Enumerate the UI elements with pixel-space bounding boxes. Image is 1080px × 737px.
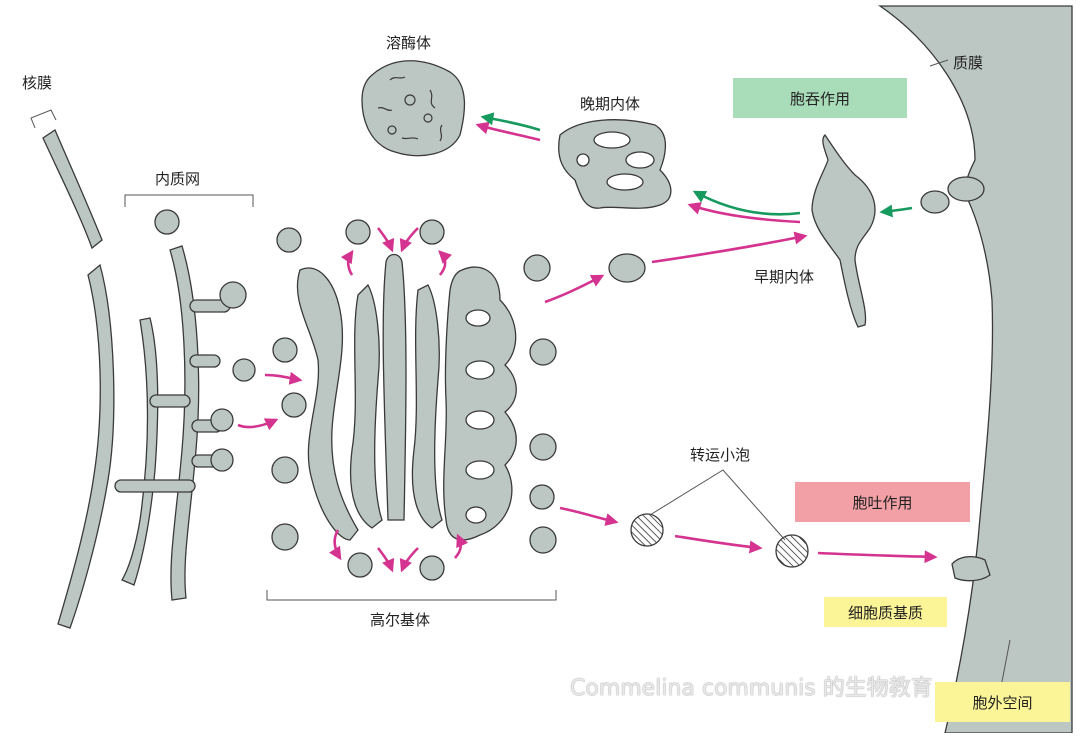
golgi-vesicle	[529, 338, 557, 366]
endocytosis-box: 胞吞作用	[733, 78, 907, 118]
endocytic-bud	[947, 176, 985, 202]
label-er: 内质网	[155, 170, 201, 188]
golgi-cisterna-4	[411, 284, 443, 529]
label-golgi: 高尔基体	[370, 611, 431, 629]
cytosol-box: 细胞质基质	[824, 597, 947, 627]
secretory-arrows	[237, 121, 938, 573]
secretory-vesicle	[775, 534, 809, 568]
golgi-lumen-2	[465, 360, 495, 380]
er-branch-4	[189, 354, 221, 368]
nuclear-envelope	[42, 129, 103, 250]
golgi-vesicle	[347, 552, 373, 578]
er-bleb-1	[219, 281, 247, 309]
golgi-vesicle	[529, 484, 555, 510]
late-endosome-lumen	[576, 153, 590, 167]
er-bleb-3	[210, 448, 234, 472]
golgi-cisterna-1	[296, 267, 359, 541]
plasma-membrane	[877, 5, 1073, 734]
label-early-endosome: 早期内体	[754, 268, 815, 286]
golgi-lumen-4	[465, 460, 495, 480]
lysosome-contents	[377, 76, 443, 142]
golgi-cisterna-3	[382, 253, 407, 521]
golgi-vesicle	[271, 456, 299, 484]
watermark: Commelina communis 的生物教育	[570, 676, 933, 701]
golgi-vesicle	[281, 392, 307, 418]
secretory-vesicle	[630, 513, 664, 547]
golgi-vesicle	[419, 219, 445, 245]
nuclear-envelope-bracket	[30, 109, 57, 129]
transport-vesicle-leader	[649, 469, 786, 541]
golgi-vesicle	[345, 219, 371, 245]
early-endosome	[811, 133, 876, 328]
recycling-vesicle	[608, 253, 646, 283]
exocytosis-box: 胞吐作用	[795, 482, 970, 522]
label-late-endosome: 晚期内体	[580, 95, 641, 113]
lysosome	[361, 60, 466, 157]
golgi-vesicle	[529, 433, 557, 461]
exocytosis-site	[951, 556, 991, 582]
plasma-membrane-leader	[929, 59, 949, 67]
er-branch-1	[149, 394, 191, 408]
late-endosome-lumen	[625, 151, 655, 169]
er-bracket	[124, 194, 254, 207]
late-endosome-lumen	[593, 131, 631, 149]
golgi-bracket	[266, 590, 557, 601]
golgi-vesicle	[271, 523, 299, 551]
golgi-lumen-3	[465, 410, 495, 430]
golgi-vesicle	[272, 337, 298, 363]
golgi-vesicle	[523, 254, 551, 282]
label-nuclear-envelope: 核膜	[22, 74, 53, 92]
er-bleb-2	[210, 408, 234, 432]
late-endosome	[558, 119, 672, 209]
er-vesicle-side	[232, 358, 256, 382]
extracellular-box: 胞外空间	[935, 682, 1070, 722]
er-branch-2	[114, 479, 196, 493]
late-endosome-lumen	[606, 173, 644, 191]
er-vesicle-top	[154, 209, 180, 235]
label-transport-vesicle: 转运小泡	[690, 446, 751, 464]
golgi-vesicle	[529, 526, 557, 554]
golgi-cisterna-2	[349, 283, 383, 529]
golgi-vesicle	[276, 227, 302, 253]
golgi-vesicle	[419, 555, 445, 581]
label-plasma-membrane: 质膜	[953, 54, 984, 72]
golgi-lumen-1	[465, 309, 491, 327]
er-outer-tube	[57, 263, 115, 629]
label-lysosome: 溶酶体	[386, 34, 432, 52]
endocytic-vesicle	[920, 190, 950, 214]
golgi-lumen-5	[465, 506, 487, 524]
golgi-cisterna-5	[443, 266, 517, 541]
endocytic-arrows	[480, 112, 913, 218]
er-tube-2	[121, 317, 159, 586]
